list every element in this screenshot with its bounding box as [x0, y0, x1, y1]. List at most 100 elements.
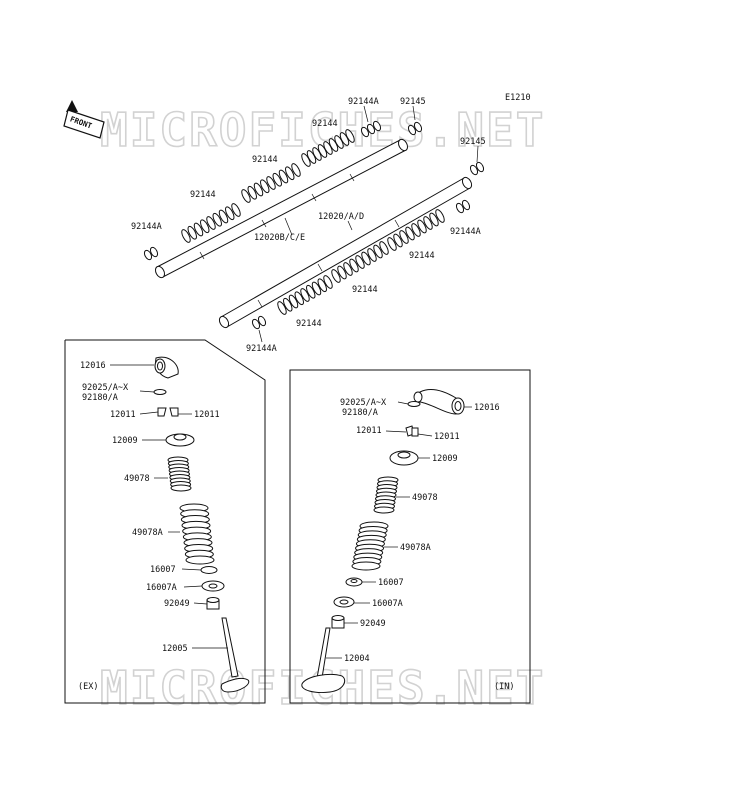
coil-turn — [200, 219, 210, 234]
in-valve-icon — [301, 627, 346, 693]
coil-turn — [405, 226, 415, 241]
ex-keeper-left-icon — [157, 407, 167, 417]
ex-label-retainer: 12009 — [112, 436, 138, 446]
coil-turn — [399, 230, 409, 244]
label-92145-2: 92145 — [460, 137, 486, 147]
coil-turn — [373, 506, 395, 514]
label-12020-a-d: 12020/A/D — [318, 212, 364, 222]
ex-seal-icon — [206, 597, 220, 610]
coil-turn — [311, 281, 322, 296]
coil-turn — [260, 179, 270, 194]
coil-turn — [361, 251, 371, 266]
coil-turn — [187, 225, 197, 240]
ex-seat-a-icon — [201, 580, 225, 592]
coil-turn — [323, 275, 333, 289]
coil-turn — [367, 248, 377, 262]
in-retainer-icon — [389, 450, 419, 466]
ex-outer-spring-icon — [179, 503, 215, 565]
coil-turn — [170, 484, 192, 492]
ex-seat-icon — [200, 566, 218, 574]
top-labels: 92144A 92145 92144 92145 92144 92144 120… — [131, 97, 486, 354]
coil-turn — [185, 555, 215, 565]
label-92144a-2: 92144A — [450, 227, 481, 237]
in-label-spring-outer: 49078A — [400, 543, 431, 553]
coil-turn — [306, 284, 316, 299]
ex-retainer-icon — [165, 433, 195, 447]
diagram-code: E1210 — [505, 93, 531, 103]
label-92144a-4: 92144A — [246, 344, 277, 354]
label-92144-5: 92144 — [352, 285, 378, 295]
ex-shim-icon — [153, 389, 167, 395]
coil-turn — [285, 166, 295, 181]
coil-turn — [288, 294, 299, 309]
coil-turn — [387, 237, 397, 251]
ex-label-spring-inner: 49078 — [124, 474, 150, 484]
in-panel: (IN) — [289, 369, 531, 704]
label-92144-4: 92144 — [409, 251, 435, 261]
coil-turn — [317, 278, 327, 293]
coil-turn — [218, 209, 229, 224]
in-label-rocker: 12016 — [474, 403, 500, 413]
label-92145-1: 92145 — [400, 97, 426, 107]
in-seat-icon — [345, 577, 363, 587]
label-92144-6: 92144 — [296, 319, 322, 329]
coil-turn — [231, 203, 241, 217]
in-outer-spring-icon — [351, 521, 389, 571]
coil-turn — [435, 209, 445, 223]
coil-turn — [349, 258, 359, 273]
coil-turn — [253, 182, 264, 197]
in-rocker-arm-icon — [413, 389, 465, 415]
in-label-spring-inner: 49078 — [412, 493, 438, 503]
coil-turn — [343, 262, 353, 276]
in-label-keeper: 12011 — [356, 426, 382, 436]
label-92144-3: 92144 — [190, 190, 216, 200]
coil-turn — [345, 129, 355, 143]
coil-turn — [351, 561, 381, 571]
front-arrow-icon: FRONT — [63, 100, 105, 139]
label-92144-1: 92144 — [312, 119, 338, 129]
ex-label-shim2: 92180/A — [82, 393, 118, 403]
ex-valve-icon — [220, 617, 250, 693]
in-label-seat-a: 16007A — [372, 599, 403, 609]
ex-label-seat-a: 16007A — [146, 583, 177, 593]
ex-inner-spring-icon — [167, 456, 192, 492]
rocker-shaft-lower — [218, 176, 473, 329]
coil-turn — [373, 244, 383, 259]
label-92144a-1: 92144A — [348, 97, 379, 107]
coil-turn — [266, 176, 276, 190]
coil-turn — [272, 172, 282, 187]
label-92144a-3: 92144A — [131, 222, 162, 232]
coil-turn — [331, 269, 341, 283]
shaft-rings — [143, 120, 485, 330]
coil-turn — [393, 233, 403, 248]
coil-turn — [193, 222, 204, 237]
label-92144-2: 92144 — [252, 155, 278, 165]
in-label-shim2: 92180/A — [342, 408, 378, 418]
coil-turn — [291, 163, 301, 177]
ex-label-keeper-left: 12011 — [110, 410, 136, 420]
rocker-shaft-upper — [154, 138, 409, 279]
coil-turn — [379, 241, 389, 255]
coil-turn — [225, 206, 235, 221]
coil-turn — [429, 212, 439, 227]
shaft-springs — [181, 129, 445, 315]
ex-label-valve: 12005 — [162, 644, 188, 654]
ex-label-seal: 92049 — [164, 599, 190, 609]
in-label-keeper-right: 12011 — [434, 432, 460, 442]
coil-turn — [277, 301, 287, 315]
in-seat-a-icon — [333, 596, 355, 608]
coil-turn — [278, 169, 289, 184]
in-inner-spring-icon — [373, 476, 399, 514]
ex-rocker-arm-icon — [154, 356, 179, 379]
coil-turn — [247, 185, 257, 200]
coil-turn — [411, 223, 421, 237]
in-tag: (IN) — [494, 682, 514, 692]
in-shim-icon — [407, 401, 421, 407]
ex-keeper-right-icon — [169, 407, 179, 417]
coil-turn — [294, 291, 304, 306]
ex-tag: (EX) — [78, 682, 98, 692]
coil-turn — [181, 229, 191, 243]
ex-label-shim1: 92025/A~X — [82, 383, 129, 393]
